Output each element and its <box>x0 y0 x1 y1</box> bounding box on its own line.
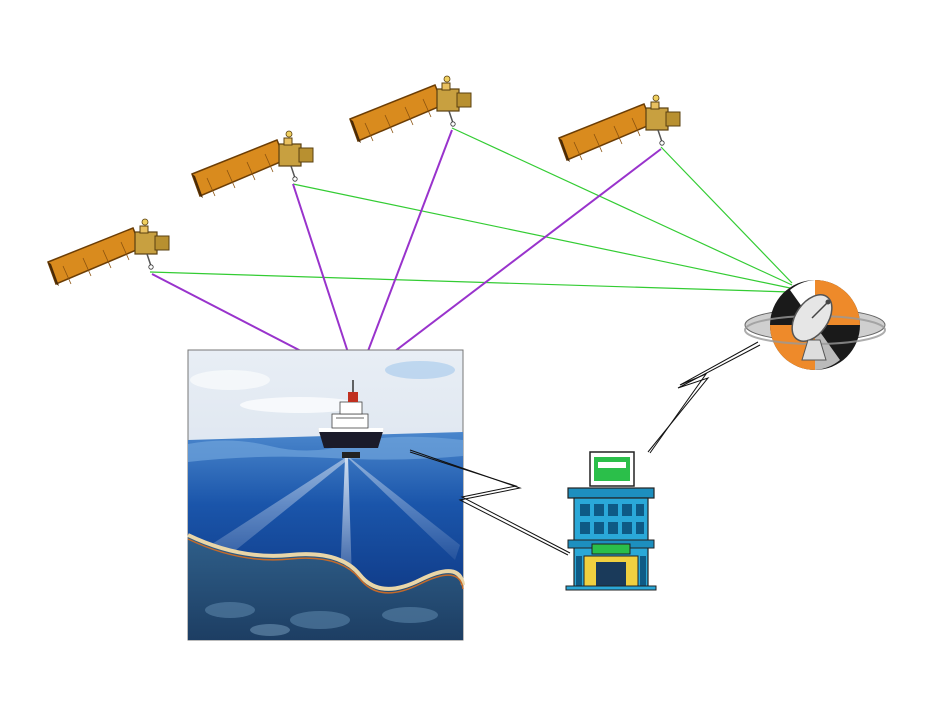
link-sat4-station <box>660 146 793 284</box>
link-sat3-ship <box>356 129 453 381</box>
satellite-icon <box>47 218 170 287</box>
ship-to-building-link <box>409 449 569 556</box>
link-sat3-station <box>451 127 793 286</box>
ship-to-building-link-2 <box>409 451 571 554</box>
office-building-icon <box>565 451 657 591</box>
link-sat4-ship <box>356 148 662 381</box>
satellite-icon <box>558 94 681 163</box>
building-to-station-link <box>647 344 761 453</box>
satellite-dish-globe-icon <box>744 280 886 370</box>
survey-ship-scene <box>187 349 465 641</box>
wireless-links <box>409 341 761 556</box>
link-sat2-station <box>292 183 791 289</box>
satellite-to-ship-links <box>151 129 662 381</box>
satellite-to-station-links <box>149 127 793 293</box>
satellite-icon <box>349 75 472 144</box>
building-to-station-link-2 <box>649 341 759 454</box>
link-sat1-station <box>149 271 791 293</box>
link-sat2-ship <box>292 183 358 381</box>
ship-icon <box>318 380 384 458</box>
